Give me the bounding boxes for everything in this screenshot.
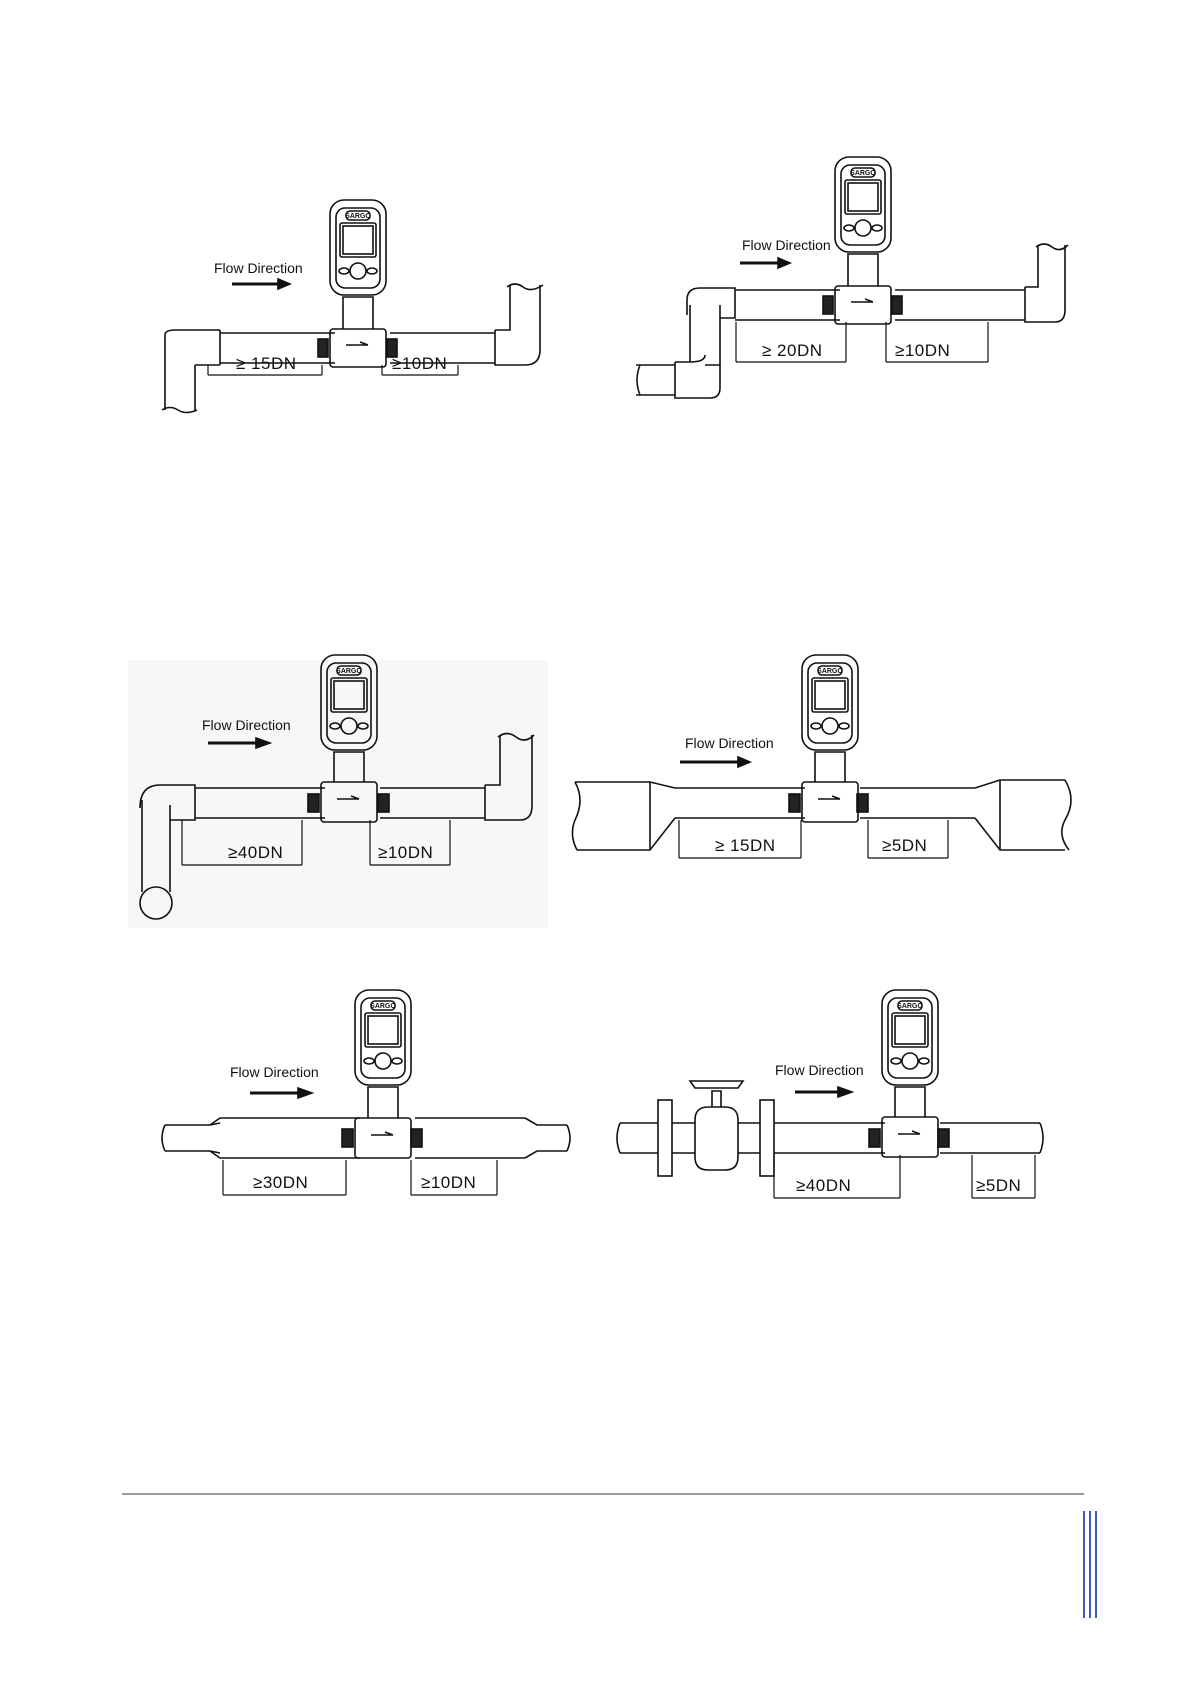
figure-5-straight-pipe-install: SARGO Flow Direction ≥30DN ≥10DN (165, 995, 575, 1215)
flow-direction-label: Flow Direction (742, 237, 831, 253)
upstream-pipe (675, 788, 805, 818)
flow-direction-label: Flow Direction (202, 717, 291, 733)
upstream-distance-label: ≥40DN (228, 843, 283, 862)
upstream-distance-label: ≥ 20DN (762, 341, 823, 360)
downstream-distance-label: ≥10DN (895, 341, 950, 360)
figure-4-reducer-install: SARGO Flow Direction ≥ 15DN ≥5DN (575, 660, 1085, 880)
downstream-pipe (415, 1118, 525, 1158)
flow-direction-label: Flow Direction (230, 1064, 319, 1080)
flange-left (658, 1100, 672, 1176)
upstream-distance-label: ≥40DN (796, 1176, 851, 1195)
downstream-elbow (495, 285, 540, 365)
flange-right (760, 1100, 774, 1176)
downstream-pipe (860, 788, 975, 818)
upstream-elbow (162, 335, 197, 413)
brand-logo: SARGO (850, 170, 876, 177)
figure-2-double-elbow-install: SARGO Flow Direction ≥ 20DN ≥10DN (640, 190, 1060, 440)
brand-logo: SARGO (345, 213, 371, 220)
downstream-distance-label: ≥5DN (882, 836, 927, 855)
page-edge-bar-1 (1083, 1511, 1085, 1618)
upstream-distance-label: ≥30DN (253, 1173, 308, 1192)
upstream-pipe (220, 1118, 360, 1158)
brand-logo: SARGO (817, 668, 843, 675)
upstream-distance-label: ≥ 15DN (715, 836, 776, 855)
figure-3-perpendicular-elbow-install: SARGO Flow Direction ≥40DN ≥10DN (130, 660, 550, 930)
flow-direction-label: Flow Direction (214, 260, 303, 276)
inlet-pipe (636, 365, 675, 395)
downstream-distance-label: ≥10DN (378, 843, 433, 862)
flow-direction-label: Flow Direction (685, 735, 774, 751)
expander (975, 780, 1065, 850)
flow-direction-label: Flow Direction (775, 1062, 864, 1078)
brand-logo: SARGO (897, 1003, 923, 1010)
downstream-distance-label: ≥10DN (392, 354, 447, 373)
valve-handwheel (690, 1081, 743, 1088)
lower-elbow (675, 355, 720, 398)
figure-6-valve-install: SARGO Flow Direction ≥40DN ≥5DN (620, 995, 1060, 1215)
page-edge-bar-3 (1095, 1511, 1097, 1618)
downstream-distance-label: ≥5DN (976, 1176, 1021, 1195)
reducer (575, 782, 675, 850)
downstream-pipe (940, 1123, 1040, 1153)
brand-logo: SARGO (336, 668, 362, 675)
footer-divider (122, 1493, 1084, 1495)
page-edge-bar-2 (1089, 1511, 1091, 1618)
downstream-elbow (1025, 245, 1065, 322)
brand-logo: SARGO (370, 1003, 396, 1010)
valve-body (695, 1107, 738, 1170)
figure-1-elbow-install: SARGO Flow Direction ≥ 15DN ≥10DN (160, 205, 550, 435)
upstream-distance-label: ≥ 15DN (236, 354, 297, 373)
downstream-pipe (895, 290, 1025, 320)
downstream-distance-label: ≥10DN (421, 1173, 476, 1192)
upper-elbow (687, 288, 735, 318)
